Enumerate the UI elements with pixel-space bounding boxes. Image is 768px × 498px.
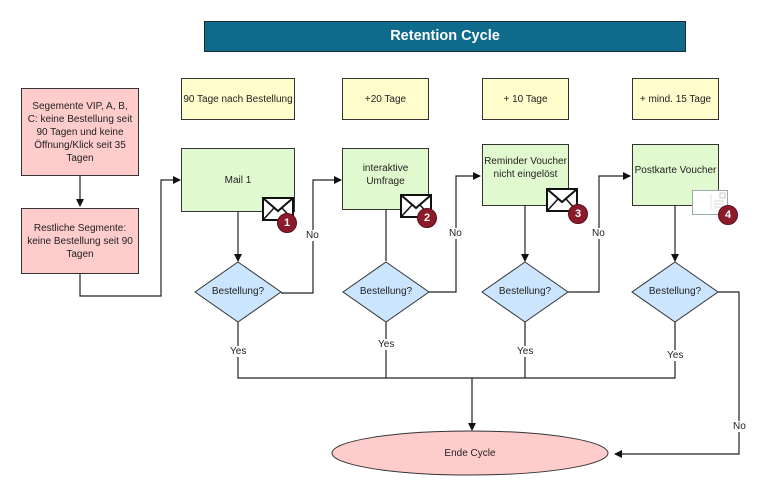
decision-4-label: Bestellung? bbox=[648, 286, 702, 297]
edge-segment2-step1 bbox=[79, 176, 181, 297]
segment-rest-box[interactable]: Restliche Segmente: keine Bestellung sei… bbox=[21, 208, 139, 274]
decision-2-label: Bestellung? bbox=[359, 286, 413, 297]
decision-3-shape[interactable] bbox=[481, 261, 569, 323]
page-title: Retention Cycle bbox=[204, 21, 686, 52]
yes-label-4: Yes bbox=[666, 350, 685, 361]
no-label-3: No bbox=[591, 228, 606, 239]
no-label-2: No bbox=[448, 228, 463, 239]
step-postcard-box[interactable]: Postkarte Voucher bbox=[632, 144, 719, 206]
edge-decision4-yes bbox=[472, 322, 676, 379]
edge-decision4-no bbox=[614, 291, 740, 458]
end-label: Ende Cycle bbox=[444, 448, 496, 459]
timing-box-3[interactable]: + 10 Tage bbox=[482, 78, 569, 120]
yes-label-2: Yes bbox=[377, 339, 396, 350]
segment-vip-box[interactable]: Segemente VIP, A, B, C: keine Bestellung… bbox=[21, 88, 139, 176]
step-badge-2: 2 bbox=[417, 208, 437, 228]
step-badge-4: 4 bbox=[718, 205, 738, 225]
edge-decision1-yes bbox=[237, 322, 472, 379]
decision-3-label: Bestellung? bbox=[498, 286, 552, 297]
step-badge-3: 3 bbox=[568, 204, 588, 224]
no-label-1: No bbox=[305, 230, 320, 241]
decision-1-shape[interactable] bbox=[194, 261, 282, 323]
timing-box-2[interactable]: +20 Tage bbox=[342, 78, 429, 120]
yes-label-3: Yes bbox=[516, 346, 535, 357]
envelope-icon bbox=[546, 188, 578, 212]
timing-box-4[interactable]: + mind. 15 Tage bbox=[632, 78, 719, 120]
step-badge-1: 1 bbox=[277, 213, 297, 233]
timing-box-1[interactable]: 90 Tage nach Bestellung bbox=[181, 78, 295, 120]
decision-4-shape[interactable] bbox=[631, 261, 719, 323]
end-shape[interactable] bbox=[331, 430, 609, 476]
yes-label-1: Yes bbox=[229, 346, 248, 357]
decision-1-label: Bestellung? bbox=[211, 286, 265, 297]
no-label-4: No bbox=[732, 421, 747, 432]
decision-2-shape[interactable] bbox=[342, 261, 430, 323]
